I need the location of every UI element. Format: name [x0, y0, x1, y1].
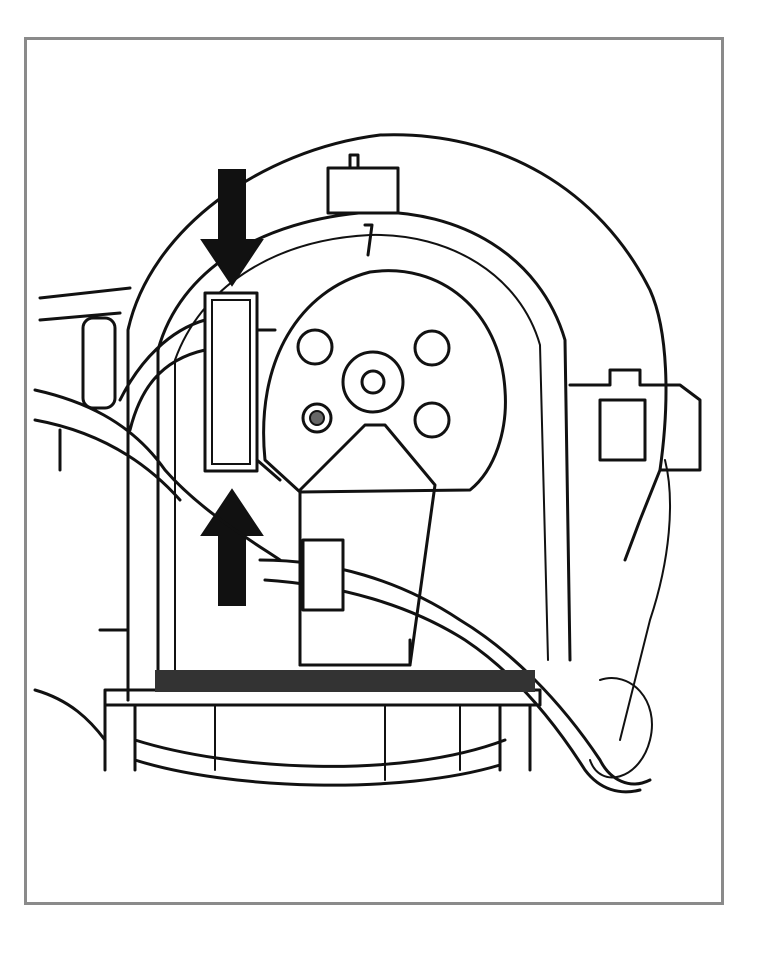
- fan-bolt-2: [413, 329, 451, 367]
- mount-foot: [298, 638, 412, 667]
- right-bracket: [568, 368, 702, 472]
- fan-hub-outer: [341, 350, 405, 414]
- base-lower-housing: [33, 688, 532, 787]
- harness-clip: [301, 538, 345, 612]
- arrow-up-icon: [200, 488, 264, 606]
- resistor-module: [203, 291, 259, 473]
- fan-wheel-outline: [262, 269, 507, 494]
- base-plate: [103, 688, 542, 707]
- resistor-module-edge: [211, 299, 251, 465]
- main-wire-harness: [258, 558, 652, 786]
- base-plate-fill: [155, 670, 535, 692]
- wire-loop: [589, 677, 653, 779]
- right-wire: [619, 459, 671, 741]
- arrow-down-icon: [200, 169, 264, 287]
- left-connector: [81, 316, 117, 410]
- fan-bolt-1: [296, 328, 334, 366]
- main-wire-harness-2: [263, 578, 642, 794]
- right-connector: [598, 398, 647, 462]
- base-ribs: [214, 704, 461, 781]
- fan-hub-inner: [360, 369, 386, 395]
- fan-bolt-4-inner: [309, 410, 325, 426]
- housing-outer-scroll: [126, 133, 668, 702]
- resistor-wires: [118, 318, 282, 482]
- left-bracket: [38, 286, 132, 702]
- left-wire-harness: [33, 388, 282, 562]
- fan-bolt-4: [301, 402, 333, 434]
- top-clip: [326, 166, 400, 215]
- fan-bolt-3: [413, 401, 451, 439]
- top-clip-tab: [348, 153, 374, 257]
